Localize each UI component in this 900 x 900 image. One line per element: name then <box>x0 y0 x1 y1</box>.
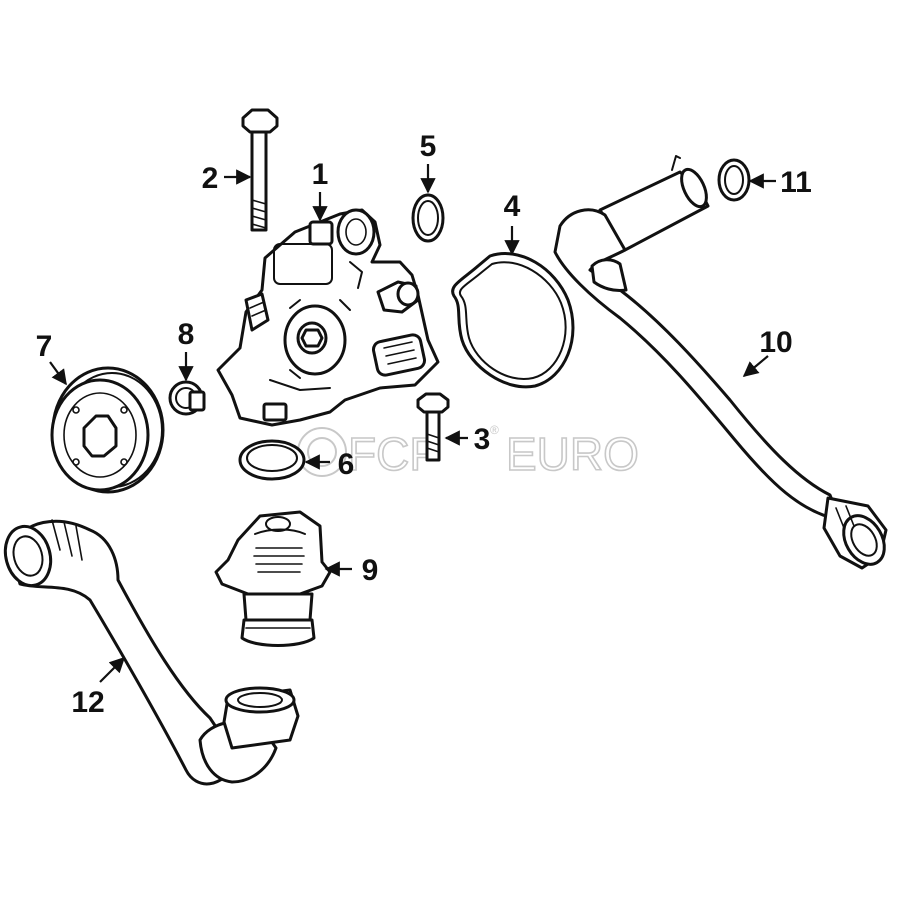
callout-4: 4 <box>504 190 521 223</box>
callout-10: 10 <box>759 326 792 359</box>
leader-lines <box>49 164 776 683</box>
callout-2: 2 <box>202 162 219 195</box>
part-11-o-ring <box>717 158 751 202</box>
leader-12 <box>99 656 126 683</box>
callout-labels: 1 2 3 4 5 6 7 8 9 10 11 12 <box>36 130 812 719</box>
watermark-registered-mark: ® <box>490 423 499 437</box>
part-3-bolt <box>416 392 450 462</box>
callout-12: 12 <box>71 686 104 719</box>
part-9-thermostat <box>214 510 332 647</box>
callout-11: 11 <box>780 166 812 199</box>
watermark-brand-main: FCP <box>348 428 440 480</box>
watermark: FCP ® EURO <box>297 423 640 481</box>
part-6-seal-ring <box>238 439 306 481</box>
leader-10 <box>742 355 769 377</box>
callout-1: 1 <box>312 158 329 191</box>
part-12-lower-hose <box>3 519 300 786</box>
part-4-gasket <box>451 252 575 389</box>
callout-7: 7 <box>36 330 53 363</box>
part-8-hose-clamp <box>168 380 206 416</box>
part-5-o-ring <box>411 193 445 243</box>
part-2-bolt <box>241 108 279 232</box>
callout-9: 9 <box>362 554 379 587</box>
part-10-coolant-hose <box>553 155 888 570</box>
part-1-pump-housing <box>216 208 440 427</box>
leader-7 <box>49 361 67 386</box>
watermark-brand-sub: EURO <box>506 428 639 480</box>
callout-6: 6 <box>338 448 355 481</box>
watermark-emblem-inner <box>307 437 337 467</box>
callout-3: 3 <box>474 423 491 456</box>
callout-5: 5 <box>420 130 437 163</box>
part-7-pulley <box>50 366 165 494</box>
callout-8: 8 <box>178 318 195 351</box>
